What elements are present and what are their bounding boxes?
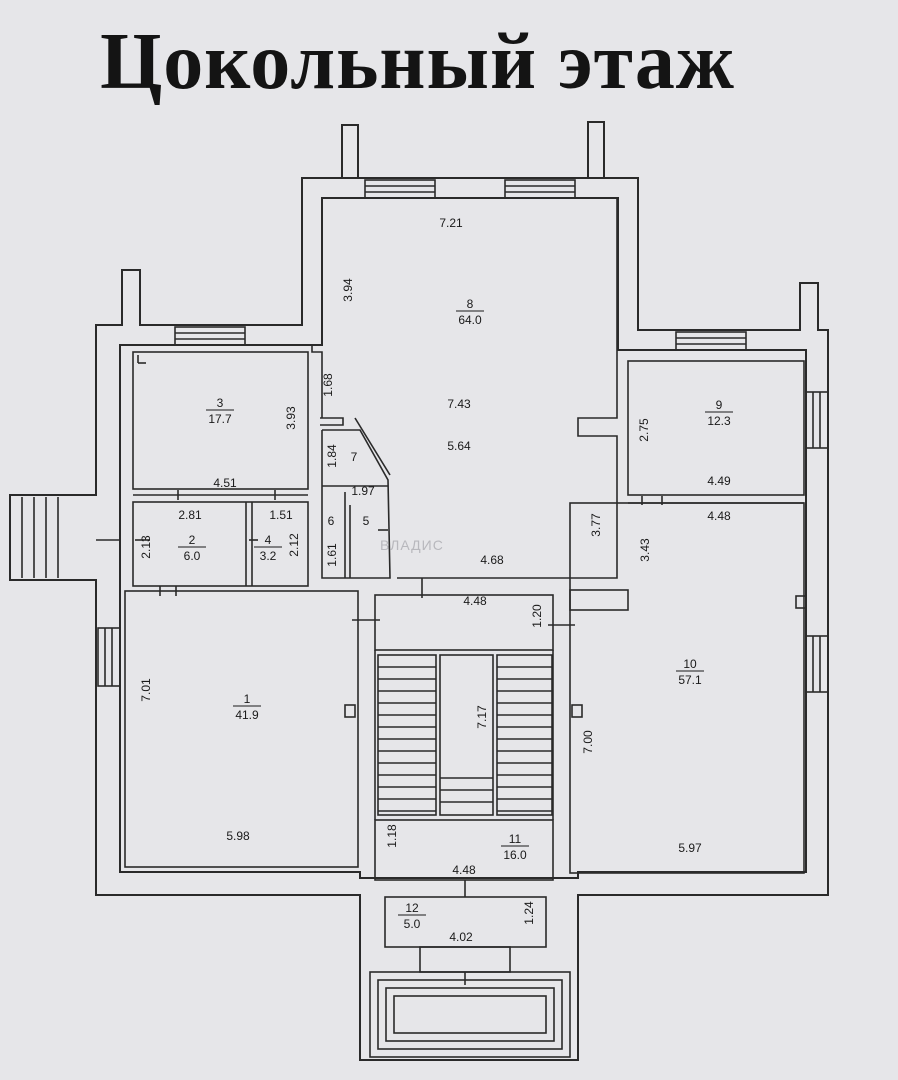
window [675,331,747,351]
window [504,179,576,199]
staircase [377,654,553,816]
dimension-label: 2.12 [287,533,301,557]
room-area: 41.9 [235,708,259,722]
inner-wall-outline [119,197,807,879]
rooms-2-4-walls [132,501,309,587]
room-number: 12 [405,901,419,915]
room-5-label: 5 [363,514,370,528]
room-3-walls [132,351,309,490]
dimension-label: 1.18 [385,824,399,848]
room-7-label: 7 [351,450,358,464]
left-entrance-steps [21,497,59,578]
plan-title: Цокольный этаж [100,18,735,106]
dimension-label: 5.97 [678,841,702,855]
room-1-label: 141.9 [233,692,261,722]
room-area: 3.2 [260,549,277,563]
room-number: 1 [244,692,251,706]
windows [97,179,829,693]
room-number: 7 [351,450,358,464]
room-8-walls [311,345,323,418]
door-marks [96,490,663,985]
room-11-walls [374,819,554,881]
room-12-label: 125.0 [398,901,426,931]
room-number: 11 [509,832,522,846]
room-number: 9 [716,398,723,412]
dimension-label: 4.51 [213,476,237,490]
dimension-label: 1.97 [351,484,375,498]
dimension-label: 1.20 [530,604,544,628]
window [174,326,246,346]
dimension-label: 2.13 [139,535,153,559]
window [805,391,829,449]
dimension-label: 7.21 [439,216,463,230]
window [97,627,121,687]
dimension-label: 4.48 [463,594,487,608]
dimension-label: 1.24 [522,901,536,925]
window [805,635,829,693]
dimension-label: 3.77 [589,513,603,537]
room-area: 12.3 [707,414,731,428]
dimension-label: 7.17 [475,705,489,729]
room-3-label: 317.7 [206,396,234,426]
dimension-label: 3.94 [341,278,355,302]
room-number: 6 [328,514,335,528]
room-number: 4 [265,533,272,547]
room-2-label: 26.0 [178,533,206,563]
room-9-walls [627,360,805,496]
chimney-left [341,124,359,179]
room-8-label: 864.0 [456,297,484,327]
dimension-label: 4.48 [707,509,731,523]
dimension-label: 7.43 [447,397,471,411]
room-1-walls [124,590,359,868]
dimension-label: 7.01 [139,678,153,702]
dimension-label: 4.49 [707,474,731,488]
dimension-label: 2.75 [637,418,651,442]
stair-hall-top [374,594,554,651]
dimension-label: 1.51 [269,508,293,522]
room-9-label: 912.3 [705,398,733,428]
room-area: 16.0 [503,848,527,862]
room-area: 64.0 [458,313,482,327]
room-10-label: 10 57.1 [676,657,704,687]
room-labels: 141.926.0317.743.2567864.0912.31057.1111… [178,297,733,931]
room-area: 57.1 [678,673,702,687]
outer-wall-outline [9,177,829,1061]
dimension-label: 2.81 [178,508,202,522]
room-area: 5.0 [404,917,421,931]
room-4-label: 43.2 [254,533,282,563]
room-number: 8 [467,297,474,311]
room-11-label: 11 16.0 [501,832,529,862]
outer-walls [9,121,829,1061]
rooms-5-7-walls [321,429,391,579]
dimension-label: 5.64 [447,439,471,453]
window [364,179,436,199]
interior-walls [124,198,807,1058]
dimension-label: 4.02 [449,930,473,944]
room-number: 5 [363,514,370,528]
room-number: 3 [217,396,224,410]
dimension-label: 4.68 [480,553,504,567]
dimension-label: 1.68 [321,373,335,397]
dimension-labels: 7.21 3.94 1.68 7.43 5.64 3.77 3.93 4.51 2.81 1.51… [139,216,731,944]
dimension-label: 7.00 [581,730,595,754]
front-entrance-steps [369,971,571,1058]
dimension-label: 1.61 [325,543,339,567]
room-number: 10 [683,657,697,671]
room-number: 2 [189,533,196,547]
dimension-label: 1.84 [325,444,339,468]
room-6-label: 6 [328,514,335,528]
dimension-label: 4.48 [452,863,476,877]
room-10-walls [569,502,805,874]
dimension-label: 5.98 [226,829,250,843]
room-area: 6.0 [184,549,201,563]
dimension-label: 3.93 [284,406,298,430]
room-area: 17.7 [208,412,232,426]
watermark: ВЛАДИС [380,537,444,553]
dimension-label: 3.43 [638,538,652,562]
chimney-right [587,121,605,179]
